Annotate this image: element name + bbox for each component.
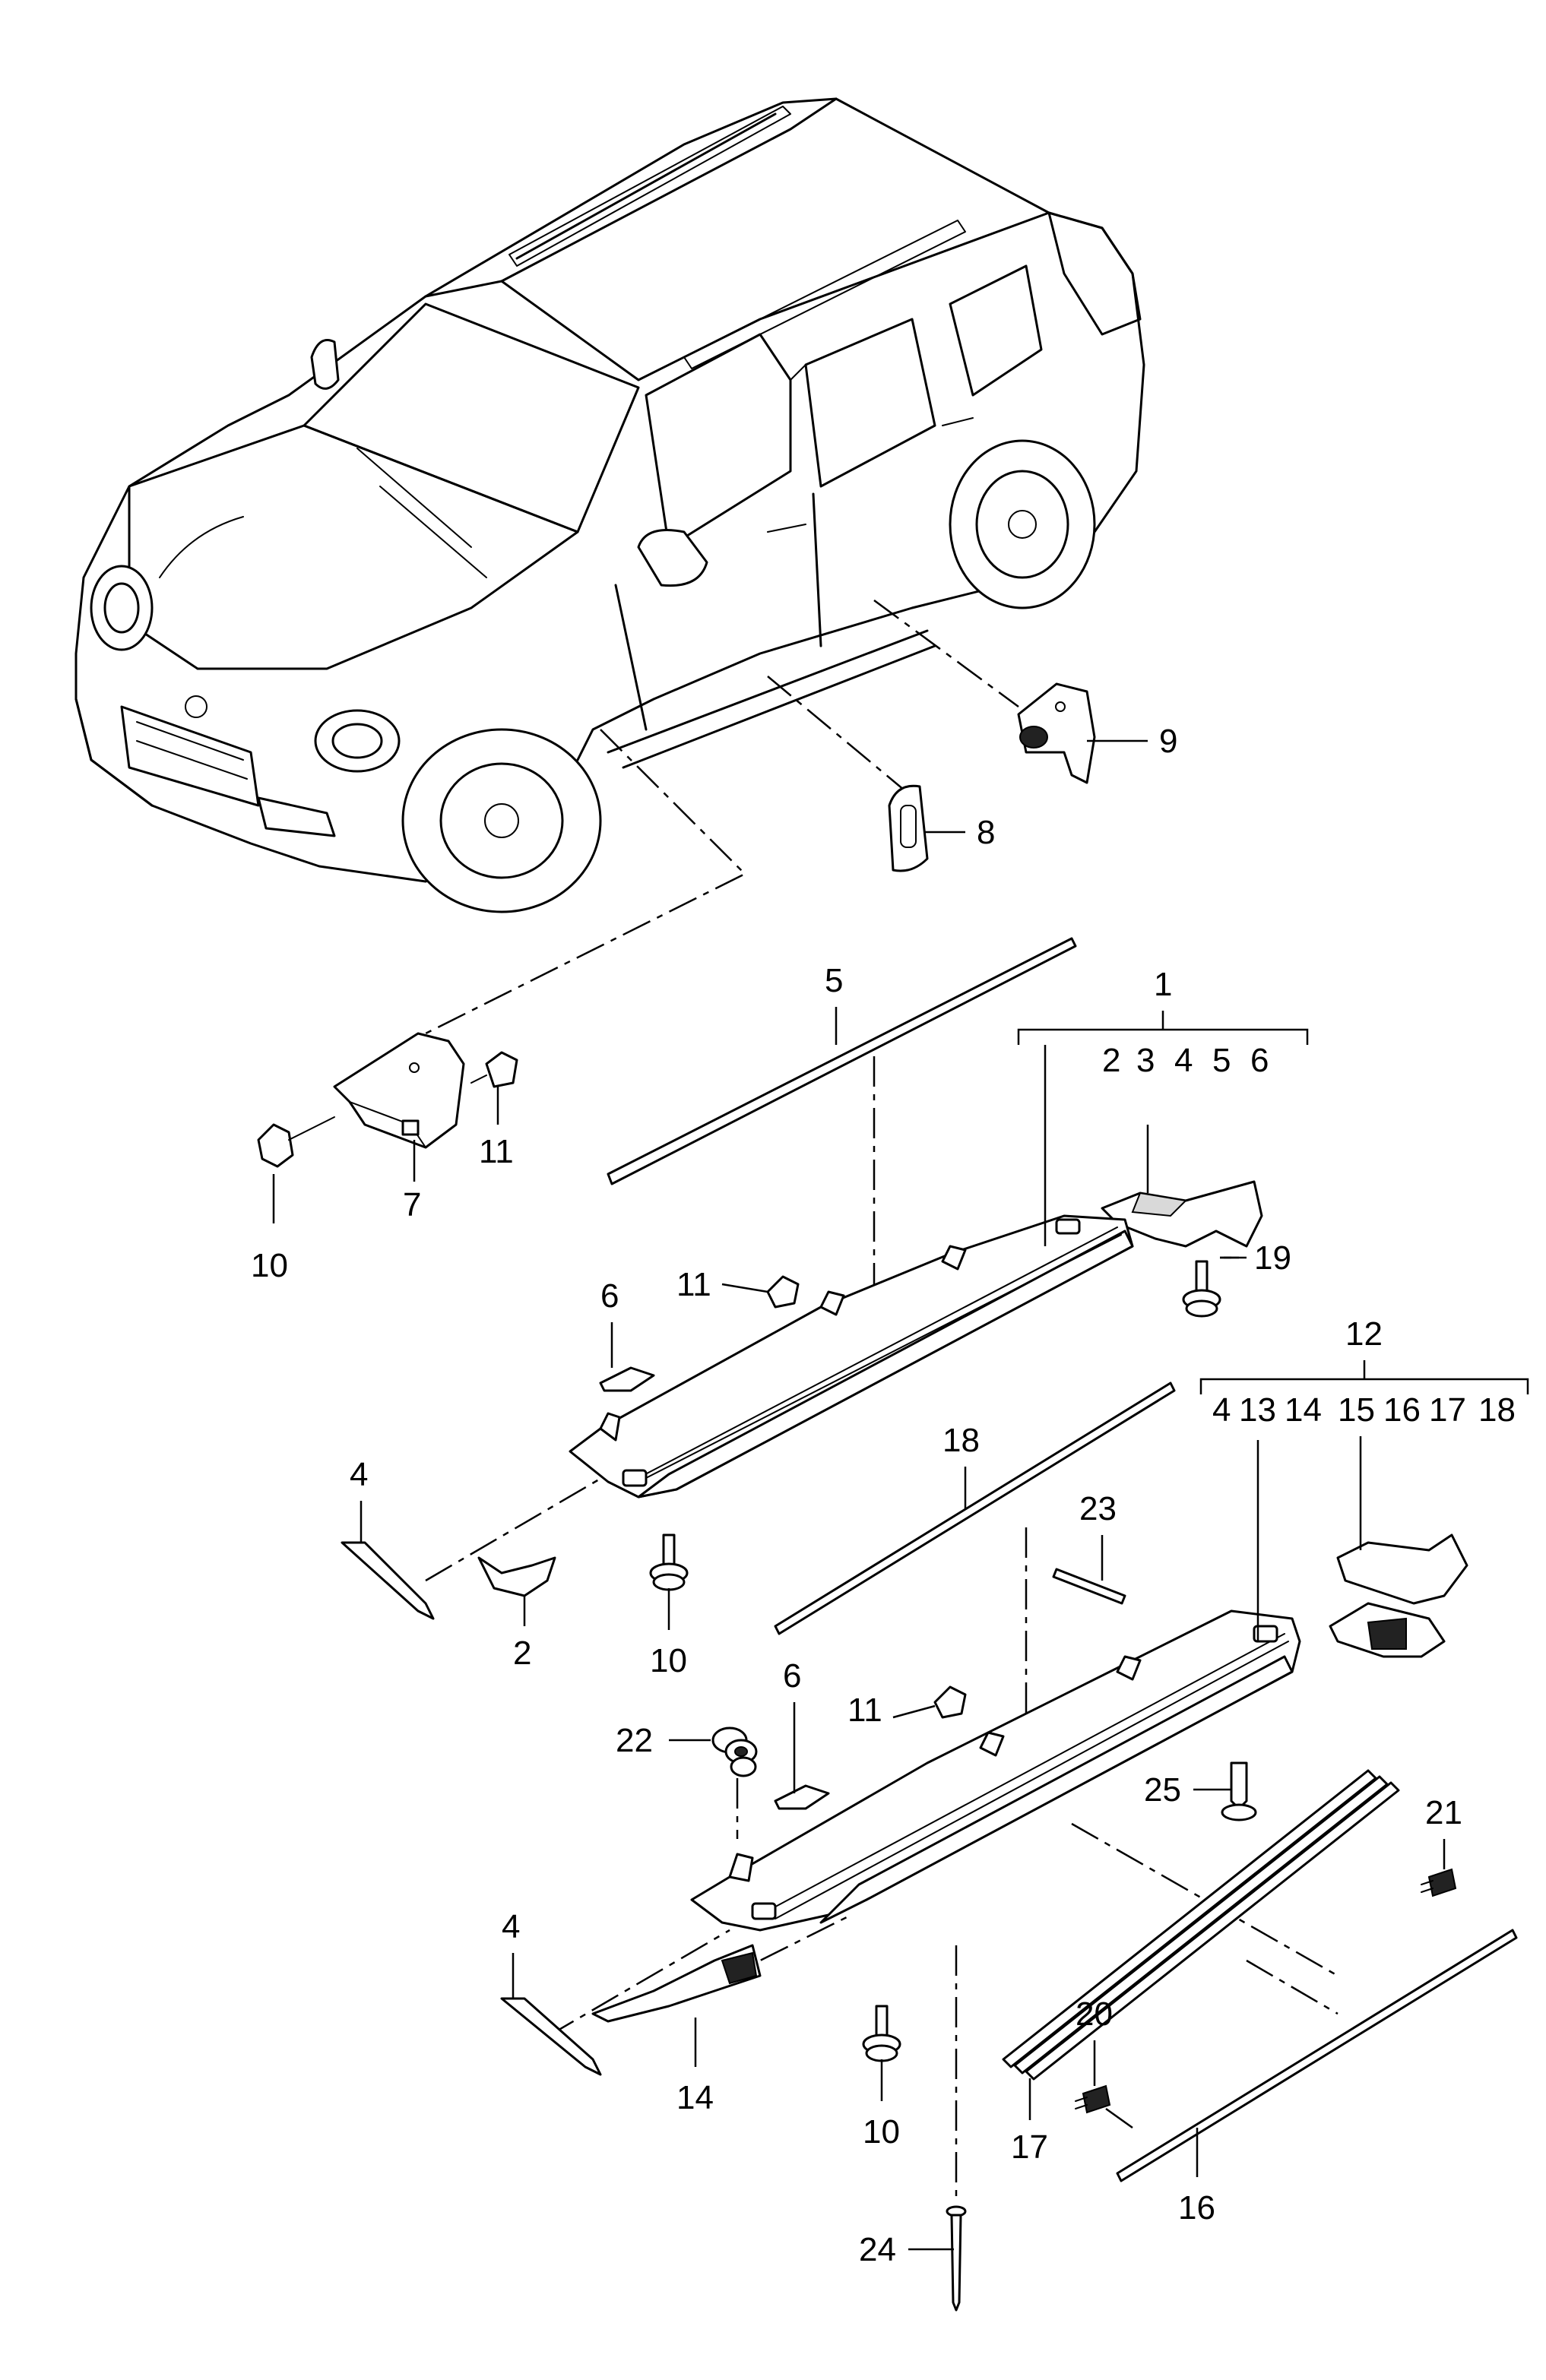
- part-24-rivet: [946, 2205, 967, 2312]
- dash-car-to-part-9: [873, 599, 1019, 708]
- part-6-lower-cap: [774, 1784, 830, 1810]
- part-11-clip-upper-sill: [766, 1275, 800, 1309]
- callout-9: 9: [1159, 723, 1177, 760]
- callout-10-upper-left: 10: [251, 1247, 288, 1284]
- dash-car-to-bracket-7: [425, 729, 747, 1035]
- vehicle-illustration: [74, 97, 1145, 913]
- part-11-clip-lower-sill: [933, 1685, 967, 1719]
- dash-4-to-sill-upper: [425, 1473, 609, 1582]
- part-9-rear-bracket: [1017, 682, 1096, 784]
- part-4-trim-upper: [341, 1541, 435, 1620]
- callout-11-upper-sill: 11: [676, 1266, 711, 1303]
- part-20-clip: [1075, 2084, 1111, 2114]
- callout-4-upper: 4: [350, 1456, 368, 1493]
- callout-19: 19: [1254, 1239, 1291, 1277]
- part-21-clip: [1421, 1868, 1457, 1897]
- part-25-screw: [1221, 1761, 1257, 1821]
- callout-1-sub-2: 2: [1102, 1042, 1120, 1079]
- callout-12-sub-14: 14: [1285, 1391, 1322, 1429]
- dash-car-to-part-8: [767, 676, 905, 791]
- part-10-bolt-upper-left: [257, 1116, 335, 1168]
- part-4-trim-lower: [500, 1997, 602, 2076]
- callout-17: 17: [1011, 2128, 1048, 2166]
- part-8-clip: [888, 784, 929, 872]
- callout-10-lower-sill: 10: [863, 2113, 900, 2151]
- callout-1-sub-5: 5: [1212, 1042, 1231, 1079]
- part-2-end-cap: [477, 1556, 556, 1597]
- callout-16: 16: [1178, 2189, 1215, 2227]
- dash-4-to-sill-lower: [546, 1929, 730, 2038]
- part-17-strips: [1002, 1769, 1400, 2081]
- part-11-clip-upper-left: [470, 1051, 518, 1088]
- part-10-bolt-upper-sill: [649, 1533, 689, 1591]
- upper-side-sill: [569, 1214, 1134, 1499]
- callout-21: 21: [1425, 1794, 1462, 1831]
- callout-12-sub-15: 15: [1338, 1391, 1375, 1429]
- callout-14: 14: [676, 2079, 714, 2116]
- callout-11-upper-left: 11: [479, 1133, 514, 1170]
- callout-12-sub-4: 4: [1212, 1391, 1231, 1429]
- callout-12-sub-13: 13: [1239, 1391, 1276, 1429]
- part-10-bolt-lower-sill: [862, 2005, 901, 2062]
- callout-12-sub-16: 16: [1383, 1391, 1421, 1429]
- callout-1-sub-6: 6: [1250, 1042, 1269, 1079]
- part-5-strip: [607, 937, 1077, 1185]
- callout-10-upper-sill: 10: [650, 1642, 687, 1679]
- part-18-strip: [774, 1381, 1176, 1635]
- callout-12-sub-17: 17: [1429, 1391, 1466, 1429]
- leader-lines: [272, 739, 1529, 2251]
- callout-6-upper: 6: [600, 1277, 619, 1315]
- callout-22: 22: [616, 1722, 653, 1759]
- callout-1: 1: [1154, 966, 1172, 1003]
- callout-24: 24: [859, 2231, 896, 2268]
- callout-20: 20: [1076, 1995, 1113, 2033]
- callout-11-lower-sill: 11: [847, 1692, 882, 1729]
- callout-8: 8: [977, 814, 995, 851]
- callout-1-sub-4: 4: [1174, 1042, 1193, 1079]
- callout-5: 5: [825, 962, 843, 999]
- part-15-end-cap: [1329, 1533, 1468, 1658]
- callout-6-lower: 6: [783, 1657, 801, 1695]
- callout-1-sub-3: 3: [1136, 1042, 1155, 1079]
- callout-12: 12: [1345, 1315, 1383, 1353]
- part-14-extension: [591, 1944, 762, 2023]
- lower-side-sill: [690, 1609, 1301, 1932]
- part-6-upper-cap: [599, 1366, 655, 1392]
- part-19-bolt: [1182, 1260, 1221, 1318]
- callout-18: 18: [942, 1422, 980, 1459]
- callout-2: 2: [513, 1635, 531, 1672]
- callout-labels: 9 8 5 1 2 3 4 5 6 11 7 10 19 11 6 12 4 1…: [251, 723, 1516, 2268]
- callout-25: 25: [1144, 1771, 1181, 1809]
- dash-16-to-sill: [1246, 1959, 1338, 2015]
- part-22-nut: [711, 1726, 758, 1777]
- callout-23: 23: [1079, 1490, 1117, 1527]
- callout-7: 7: [403, 1186, 421, 1223]
- part-3-end-cap: [1101, 1180, 1263, 1248]
- part-23-pin: [1052, 1568, 1126, 1605]
- part-16-strip: [1116, 1929, 1518, 2182]
- callout-4-lower: 4: [502, 1908, 520, 1945]
- part-7-front-bracket: [333, 1032, 465, 1149]
- callout-12-sub-18: 18: [1478, 1391, 1516, 1429]
